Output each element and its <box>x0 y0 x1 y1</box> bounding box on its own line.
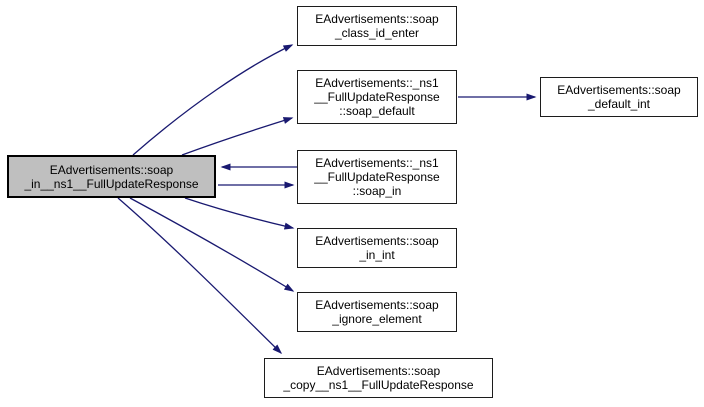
node-soap-in-ns1-fullupdateresponse: EAdvertisements::soap _in__ns1__FullUpda… <box>7 155 216 198</box>
node-label: EAdvertisements::soap _copy__ns1__FullUp… <box>283 364 474 392</box>
node-label: EAdvertisements::_ns1 __FullUpdateRespon… <box>314 76 440 118</box>
edge-main-to-soap-default <box>181 117 294 156</box>
node-label: EAdvertisements::soap _in_int <box>315 234 439 262</box>
node-ns1-fullupdateresponse-soap-in[interactable]: EAdvertisements::_ns1 __FullUpdateRespon… <box>297 150 457 204</box>
node-soap-in-int[interactable]: EAdvertisements::soap _in_int <box>297 228 457 268</box>
edge-main-to-copy <box>117 197 283 355</box>
node-soap-copy-ns1-fullupdateresponse[interactable]: EAdvertisements::soap _copy__ns1__FullUp… <box>264 358 493 398</box>
node-label: EAdvertisements::soap _default_int <box>557 83 681 111</box>
node-ns1-fullupdateresponse-soap-default[interactable]: EAdvertisements::_ns1 __FullUpdateRespon… <box>297 70 457 124</box>
node-label: EAdvertisements::soap _in__ns1__FullUpda… <box>24 162 199 191</box>
node-soap-ignore-element[interactable]: EAdvertisements::soap _ignore_element <box>297 292 457 332</box>
node-soap-class-id-enter[interactable]: EAdvertisements::soap _class_id_enter <box>297 6 457 46</box>
node-label: EAdvertisements::_ns1 __FullUpdateRespon… <box>314 156 440 198</box>
node-label: EAdvertisements::soap _class_id_enter <box>315 12 439 40</box>
node-soap-default-int[interactable]: EAdvertisements::soap _default_int <box>540 77 698 117</box>
edge-main-to-ignore-element <box>129 197 295 292</box>
edge-main-to-in-int <box>184 197 295 230</box>
node-label: EAdvertisements::soap _ignore_element <box>315 298 439 326</box>
edge-main-to-class-id-enter <box>132 44 294 156</box>
